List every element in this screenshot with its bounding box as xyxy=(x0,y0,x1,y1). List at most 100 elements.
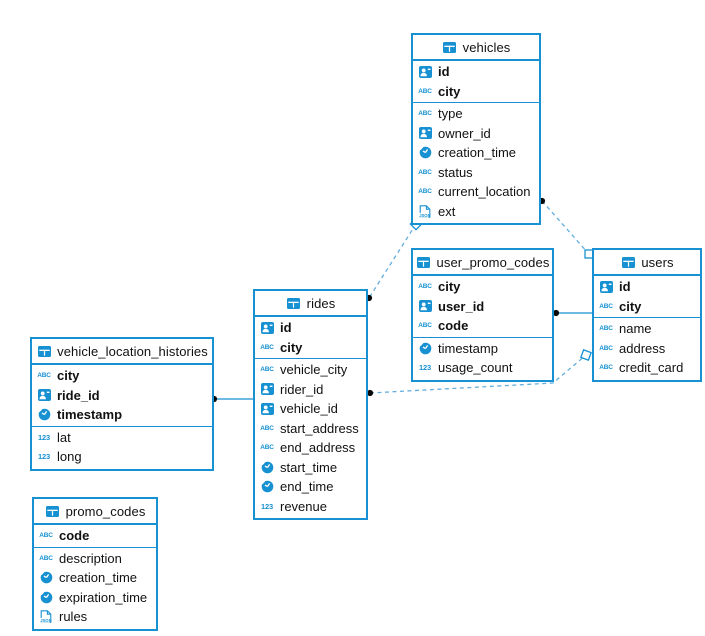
table-header[interactable]: user_promo_codes xyxy=(413,250,552,276)
number-123-icon: 123 xyxy=(38,452,50,462)
column-row-timestamp[interactable]: timestamp xyxy=(32,405,212,425)
column-name: id xyxy=(619,279,631,295)
table-header[interactable]: vehicle_location_histories xyxy=(32,339,212,365)
column-name: code xyxy=(59,528,90,544)
column-name: city xyxy=(438,83,461,99)
column-row-creation_time[interactable]: creation_time xyxy=(413,143,539,163)
column-name: creation_time xyxy=(438,145,517,161)
table-title: users xyxy=(641,254,674,270)
clock-icon xyxy=(38,571,54,584)
text-abc-icon: ABC xyxy=(599,302,613,310)
table-title: rides xyxy=(306,295,336,311)
column-name: city xyxy=(619,298,642,314)
table-header[interactable]: rides xyxy=(255,291,366,317)
relation-vehicles-users[interactable] xyxy=(541,200,590,255)
relation-square-terminator xyxy=(580,349,592,361)
column-row-city[interactable]: ABC city xyxy=(594,297,700,317)
column-row-vehicle_city[interactable]: ABC vehicle_city xyxy=(255,360,366,380)
column-row-creation_time[interactable]: creation_time xyxy=(34,568,156,588)
text-abc-icon: ABC xyxy=(260,366,274,374)
column-name: status xyxy=(438,164,473,180)
table-header[interactable]: users xyxy=(594,250,700,276)
uuid-icon xyxy=(259,383,275,396)
column-name: owner_id xyxy=(438,125,491,141)
column-name: expiration_time xyxy=(59,589,148,605)
column-name: long xyxy=(57,449,82,465)
column-row-ride_id[interactable]: ride_id xyxy=(32,386,212,406)
column-name: id xyxy=(280,320,292,336)
text-abc-icon: ABC xyxy=(39,532,53,540)
column-row-long[interactable]: 123 long xyxy=(32,447,212,467)
clock-icon xyxy=(417,146,433,159)
column-name: timestamp xyxy=(57,407,123,423)
column-row-start_time[interactable]: start_time xyxy=(255,458,366,478)
column-row-city[interactable]: ABC city xyxy=(413,82,539,102)
column-row-timestamp[interactable]: timestamp xyxy=(413,339,552,359)
column-row-end_time[interactable]: end_time xyxy=(255,477,366,497)
uuid-icon xyxy=(36,389,52,402)
column-name: ext xyxy=(438,203,456,219)
column-row-expiration_time[interactable]: expiration_time xyxy=(34,588,156,608)
uuid-icon xyxy=(417,300,433,313)
relation-dot-terminator xyxy=(366,389,374,397)
text-abc-icon: ABC xyxy=(418,87,432,95)
column-row-rider_id[interactable]: rider_id xyxy=(255,380,366,400)
column-name: lat xyxy=(57,429,71,445)
column-row-id[interactable]: id xyxy=(594,277,700,297)
uuid-icon xyxy=(417,65,433,78)
relation-dot-terminator xyxy=(552,309,560,317)
column-row-id[interactable]: id xyxy=(413,62,539,82)
column-name: code xyxy=(438,318,469,334)
column-row-vehicle_id[interactable]: vehicle_id xyxy=(255,399,366,419)
column-name: vehicle_city xyxy=(280,362,348,378)
relation-vehicles-rides[interactable] xyxy=(368,223,417,299)
uuid-icon xyxy=(417,127,433,140)
text-abc-icon: ABC xyxy=(418,283,432,291)
column-row-id[interactable]: id xyxy=(255,318,366,338)
column-name: rider_id xyxy=(280,381,324,397)
table-title: promo_codes xyxy=(65,503,146,519)
column-name: revenue xyxy=(280,498,327,514)
relation-rides-users[interactable] xyxy=(369,354,587,394)
column-row-code[interactable]: ABC code xyxy=(34,526,156,546)
table-icon xyxy=(45,505,61,517)
column-name: name xyxy=(619,321,652,337)
table-header[interactable]: promo_codes xyxy=(34,499,156,525)
table-header[interactable]: vehicles xyxy=(413,35,539,61)
column-row-owner_id[interactable]: owner_id xyxy=(413,124,539,144)
text-abc-icon: ABC xyxy=(418,188,432,196)
column-row-user_id[interactable]: user_id xyxy=(413,297,552,317)
uuid-icon xyxy=(598,280,614,293)
